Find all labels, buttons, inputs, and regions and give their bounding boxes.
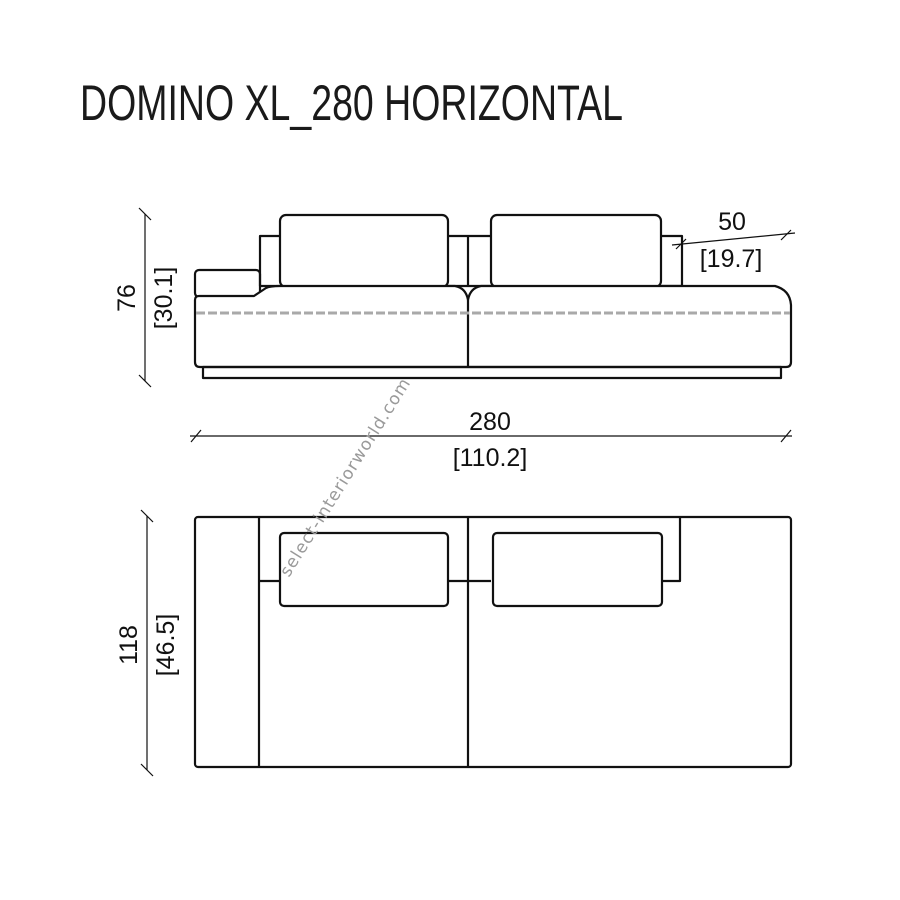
back-depth-cm-label: 50 (718, 208, 746, 236)
back-frame-top (259, 517, 682, 583)
page-title: DOMINO XL_280 HORIZONTAL (80, 75, 623, 131)
width-in-label: [110.2] (453, 444, 528, 472)
sofa-base (201, 365, 783, 380)
back-cushion-right (489, 213, 663, 289)
top-outline (193, 515, 793, 769)
width-cm-label: 280 (469, 408, 511, 436)
back-depth-in-label: [19.7] (700, 245, 763, 273)
front-view (193, 213, 793, 380)
back-frame (258, 234, 684, 288)
height-in-label: [30.1] (150, 267, 178, 330)
back-cushion-right-top (491, 531, 664, 608)
back-depth-dimension: 50 [19.7] (671, 208, 796, 273)
back-cushion-left-top (278, 531, 450, 608)
back-cushion-left (278, 213, 450, 289)
depth-in-label: [46.5] (152, 614, 180, 677)
height-cm-label: 76 (113, 284, 141, 312)
top-view (193, 515, 793, 769)
top-depth-dimension: 118 [46.5] (115, 509, 180, 777)
armrest-block (193, 268, 262, 299)
depth-cm-label: 118 (115, 625, 143, 665)
width-dimension: 280 [110.2] (190, 408, 792, 472)
height-dimension: 76 [30.1] (113, 207, 178, 388)
seat-body (193, 284, 793, 369)
watermark: select-interiorworld.com (276, 374, 415, 580)
